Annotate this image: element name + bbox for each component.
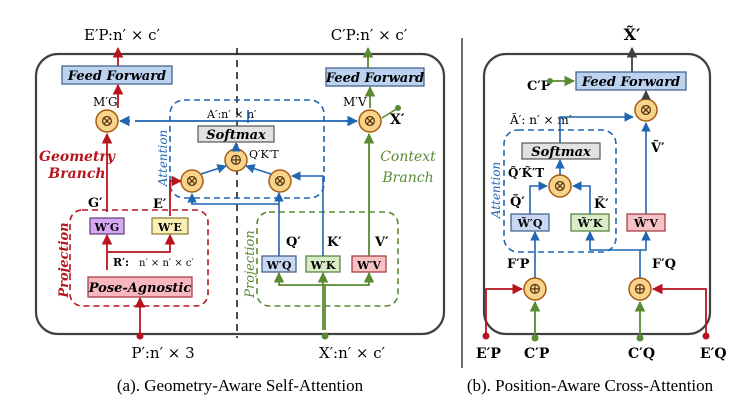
right-cq-in-label: C′Q xyxy=(628,346,655,362)
right-ep-label: E′P xyxy=(476,346,501,362)
multiply-context-symbol: ⊗ xyxy=(363,111,376,130)
q-to-e-mult-path xyxy=(191,194,279,205)
right-output-label: X̃′ xyxy=(624,25,641,44)
softmax-label: Softmax xyxy=(206,128,266,143)
qk-mult-to-add xyxy=(245,164,272,175)
right-fp-label: F′P xyxy=(507,257,530,272)
right-cq-in-dot xyxy=(636,334,644,342)
output-context-label: C′P:n′ × c′ xyxy=(331,26,408,44)
right-a-tilde-label: Ã′: n′ × m′ xyxy=(509,112,572,127)
q-prime-label: Q′ xyxy=(286,235,301,250)
e-prime-label: E′ xyxy=(153,197,167,212)
right-w-q-label: W̃′Q xyxy=(517,217,543,230)
w-v-label: W′V xyxy=(356,259,381,272)
right-eq-dot xyxy=(702,332,710,340)
k-prime-label: K′ xyxy=(327,235,342,250)
v-prime-label: V′ xyxy=(374,235,389,250)
right-ep-arrow xyxy=(485,283,524,336)
right-attention-side-label: Attention xyxy=(489,162,503,220)
attention-side-label: Attention xyxy=(156,130,170,188)
right-eq-label: E′Q xyxy=(700,346,727,362)
x-prime-side-label: X′ xyxy=(390,112,405,128)
e-mult-to-add xyxy=(200,164,227,175)
attention-region xyxy=(169,99,325,199)
a-prime-label: A′:n′ × n′ xyxy=(206,108,257,121)
feed-forward-context-label: Feed Forward xyxy=(325,71,424,86)
right-frame xyxy=(482,52,712,336)
left-panel: E′P:n′ × c′ C′P:n′ × c′ Feed Forward Fee… xyxy=(34,26,446,395)
mg-label: M′G xyxy=(93,95,118,109)
right-feed-forward xyxy=(575,71,687,91)
multiply-qk-symbol: ⊗ xyxy=(273,171,286,190)
right-qk-label: Q̃′K̃′T xyxy=(508,165,544,180)
context-projection-region xyxy=(256,211,399,307)
p-input-label: P′:n′ × 3 xyxy=(131,344,194,362)
right-fq-to-wk xyxy=(585,231,641,278)
right-eq-arrow xyxy=(651,283,707,336)
context-projection-label: Projection xyxy=(243,230,258,298)
right-k-tilde-label: K̃′ xyxy=(594,196,609,212)
right-v-tilde-label: Ṽ′ xyxy=(650,140,665,156)
right-add-q-symbol: ⊕ xyxy=(633,279,646,298)
right-cp-in-label: C′P xyxy=(524,346,550,362)
right-q-to-mult xyxy=(529,181,548,214)
multiply-geometry-op xyxy=(95,109,119,133)
geometry-projection-label: Projection xyxy=(57,222,72,298)
mv-label: M′V xyxy=(343,95,367,109)
right-attention-region xyxy=(503,129,617,253)
right-softmax-box xyxy=(521,142,601,160)
geometry-branch-label-2: Branch xyxy=(47,166,105,182)
geometry-branch-label-1: Geometry xyxy=(39,149,116,165)
w-q-label: W′Q xyxy=(266,259,292,272)
x-prime-link xyxy=(381,107,399,119)
right-softmax-label: Softmax xyxy=(531,145,591,160)
right-fq-label: F′Q xyxy=(652,257,676,272)
r-dims-label: n′ × n′ × c′ xyxy=(139,258,194,269)
feed-forward-geometry-label: Feed Forward xyxy=(67,69,166,84)
k-to-multiply-arrow xyxy=(291,171,324,256)
w-k-label: W′K xyxy=(310,259,336,272)
context-branch-label-1: Context xyxy=(380,149,436,165)
w-e-label: W′E xyxy=(157,221,182,234)
multiply-e-symbol: ⊗ xyxy=(185,171,198,190)
right-qk-multiply-symbol: ⊗ xyxy=(553,176,566,195)
r-prime-label: R′: xyxy=(113,256,129,269)
right-multiply-symbol: ⊗ xyxy=(639,100,652,119)
output-geometry-label: E′P:n′ × c′ xyxy=(84,26,161,44)
right-k-to-mult xyxy=(572,181,591,214)
right-a-to-mult xyxy=(559,112,634,148)
g-prime-label: G′ xyxy=(88,196,103,211)
multiply-geometry-symbol: ⊗ xyxy=(100,111,113,130)
w-g-label: W′G xyxy=(94,221,120,234)
right-w-k-label: W̃′K xyxy=(577,217,603,230)
right-caption: (b). Position-Aware Cross-Attention xyxy=(467,376,714,395)
right-w-v-label: W̃′V xyxy=(633,217,658,230)
softmax-box xyxy=(197,125,275,143)
right-cp-label: C′P xyxy=(527,79,551,94)
x-to-wv-arrow xyxy=(325,271,375,286)
r-to-we-arrow xyxy=(107,233,176,253)
e-to-multiply-arrow xyxy=(169,175,183,216)
left-caption: (a). Geometry-Aware Self-Attention xyxy=(117,376,364,395)
x-input-dot xyxy=(321,332,329,340)
multiply-qk-op xyxy=(268,169,292,193)
left-frame xyxy=(34,52,446,336)
right-feed-forward-label: Feed Forward xyxy=(581,75,680,90)
right-fq-to-wv xyxy=(640,231,651,251)
multiply-context-op xyxy=(358,109,382,133)
context-branch-label-2: Branch xyxy=(381,170,433,186)
x-to-wq-arrow xyxy=(273,271,326,330)
right-q-tilde-label: Q̃′ xyxy=(510,194,525,210)
qk-label: Q′K′T xyxy=(249,148,279,161)
right-add-p-symbol: ⊕ xyxy=(528,279,541,298)
right-cp-in-dot xyxy=(531,334,539,342)
x-input-label: X′:n′ × c′ xyxy=(319,344,386,362)
right-panel: X̃′ Feed Forward C′P ⊗ Ã′: n′ × m′ Atten… xyxy=(467,25,727,395)
add-op-attention-symbol: ⊕ xyxy=(229,150,242,169)
right-ep-dot xyxy=(482,332,490,340)
p-input-dot xyxy=(136,332,144,340)
pose-agnostic-label: Pose-Agnostic xyxy=(88,281,192,296)
